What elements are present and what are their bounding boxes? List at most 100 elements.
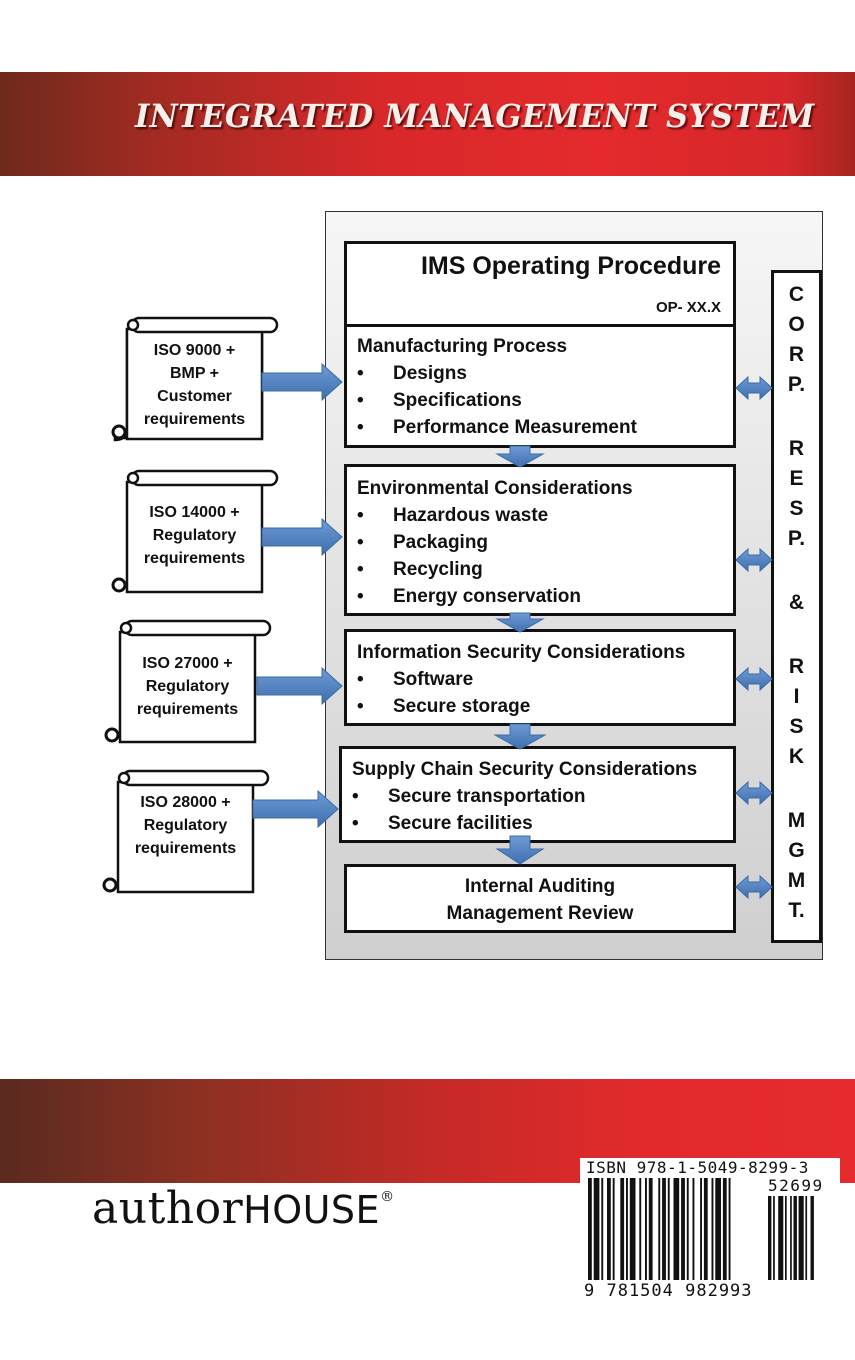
barcode-bar (711, 1178, 714, 1280)
side-letter: R (788, 655, 805, 678)
scroll-shape-1 (111, 316, 279, 442)
flow-arrow-3 (493, 723, 547, 750)
bullet-icon: • (357, 559, 364, 580)
barcode-bar (620, 1178, 625, 1280)
input-iso-28000: ISO 28000 + Regulatory requirements (134, 794, 237, 857)
section-heading: Environmental Considerations (357, 478, 633, 499)
input-iso-14000: ISO 14000 + Regulatory requirements (143, 504, 246, 567)
barcode-bar (768, 1196, 772, 1280)
side-letter: O (788, 313, 805, 336)
cover-title: INTEGRATED MANAGEMENT SYSTEM (135, 97, 815, 135)
flow-arrow-4 (495, 835, 545, 865)
bullet-icon: • (357, 696, 364, 717)
side-letter: R (788, 343, 805, 366)
side-letter: T. (788, 899, 805, 922)
section-heading: Manufacturing Process (357, 336, 568, 357)
input-arrow-2 (261, 517, 343, 557)
section-item: •Secure storage (357, 693, 723, 720)
flow-arrow-1 (495, 445, 545, 468)
section-item: •Specifications (357, 387, 723, 414)
price-code: 52699 (768, 1176, 824, 1195)
barcode-bar (810, 1196, 814, 1280)
barcode-bar (703, 1178, 708, 1280)
bullet-icon: • (357, 390, 364, 411)
input-arrow-3 (256, 666, 343, 706)
bidirectional-arrow-3 (735, 666, 773, 692)
publisher-logo: authorHOUSE® (92, 1183, 395, 1234)
barcode-bar (722, 1178, 727, 1280)
barcode-bar (805, 1196, 808, 1280)
barcode-bar (667, 1178, 670, 1280)
input-iso-9000: ISO 9000 + BMP + Customer requirements (143, 342, 246, 428)
input-arrow-1 (261, 362, 343, 402)
side-letter: P. (787, 527, 806, 550)
barcode-bar (607, 1178, 611, 1280)
barcode-bar (593, 1178, 600, 1280)
corp-resp-risk-mgmt-box (771, 270, 822, 943)
barcode-bar (778, 1196, 784, 1280)
barcode-bars (588, 1178, 814, 1280)
bullet-icon: • (357, 363, 364, 384)
barcode-bar (773, 1196, 775, 1280)
side-letter: & (788, 591, 805, 614)
audit-line: Internal Auditing (464, 876, 616, 897)
procedure-title: IMS Operating Procedure (420, 252, 721, 280)
barcode-bar (648, 1178, 653, 1280)
barcode-bar (662, 1178, 666, 1280)
barcode-bar (700, 1178, 702, 1280)
barcode-bar (601, 1178, 604, 1280)
side-letter: C (788, 283, 805, 306)
procedure-header-box: IMS Operating Procedure OP- XX.X (344, 241, 736, 327)
bullet-icon: • (357, 505, 364, 526)
barcode-bar (686, 1178, 689, 1280)
scroll-shape-3 (104, 619, 272, 744)
section-manufacturing: Manufacturing Process •Designs •Specific… (344, 324, 736, 448)
side-letter: P. (787, 373, 806, 396)
barcode-bar (612, 1178, 615, 1280)
section-item: •Recycling (357, 556, 723, 583)
input-arrow-4 (252, 789, 339, 829)
procedure-code: OP- XX.X (655, 299, 721, 316)
bullet-icon: • (357, 586, 364, 607)
side-letter: S (789, 715, 804, 738)
section-item: •Energy conservation (357, 583, 723, 610)
barcode-bar (673, 1178, 680, 1280)
side-letter: R (788, 437, 805, 460)
bidirectional-arrow-2 (735, 547, 773, 573)
bullet-icon: • (352, 786, 359, 807)
section-heading: Supply Chain Security Considerations (352, 759, 698, 780)
section-information-security: Information Security Considerations •Sof… (344, 629, 736, 726)
side-letter: M (787, 809, 806, 832)
barcode-bar (715, 1178, 721, 1280)
title-banner (0, 72, 855, 176)
bullet-icon: • (357, 532, 364, 553)
bidirectional-arrow-1 (735, 375, 773, 401)
section-supply-chain: Supply Chain Security Considerations •Se… (339, 746, 736, 843)
scroll-shape-4 (102, 769, 270, 894)
barcode-bar (728, 1178, 731, 1280)
barcode-bar (639, 1178, 642, 1280)
barcode-bar (793, 1196, 797, 1280)
bullet-icon: • (357, 669, 364, 690)
side-letter: I (793, 685, 800, 708)
barcode-bar (658, 1178, 661, 1280)
barcode-bar (692, 1178, 695, 1280)
barcode-bar (790, 1196, 792, 1280)
barcode-bar (626, 1178, 628, 1280)
section-item: •Secure facilities (352, 810, 723, 837)
side-letter: K (788, 745, 805, 768)
section-environmental: Environmental Considerations •Hazardous … (344, 464, 736, 616)
barcode-bar (629, 1178, 636, 1280)
isbn-label: ISBN 978-1-5049-8299-3 (586, 1158, 809, 1177)
section-item: •Performance Measurement (357, 414, 723, 441)
section-heading: Information Security Considerations (357, 642, 686, 663)
scroll-shape-2 (111, 469, 279, 594)
barcode-bar (785, 1196, 787, 1280)
ean-number: 9 781504 982993 (584, 1281, 753, 1301)
section-item: •Packaging (357, 529, 723, 556)
section-item: •Designs (357, 360, 723, 387)
side-letter: E (789, 467, 804, 490)
input-iso-27000: ISO 27000 + Regulatory requirements (136, 655, 239, 718)
bidirectional-arrow-4 (735, 780, 773, 806)
bullet-icon: • (357, 417, 364, 438)
